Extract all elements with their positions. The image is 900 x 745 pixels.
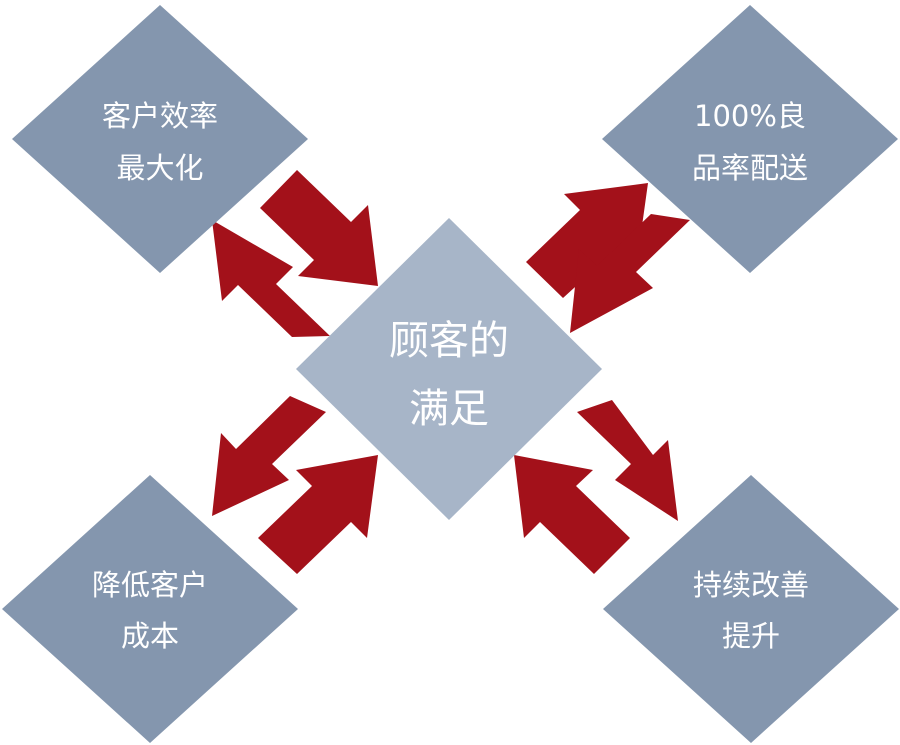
arrow-to-center-from-bottom-left [258,455,378,574]
top-right-label-line-1: 100%良 [694,99,806,133]
arrow-pair-bottom-right [514,400,678,574]
arrow-from-center-to-bottom-right [577,400,678,521]
arrow-pair-top-left [212,170,378,337]
center-label-line-2: 满足 [409,386,489,432]
diamond-bottom-right [603,475,899,743]
arrow-pair-bottom-left [212,396,378,574]
top-right-label-line-2: 品率配送 [692,151,808,185]
diamond-center [296,218,602,520]
arrow-to-center-from-top-left [260,170,378,286]
arrow-from-center-to-bottom-left [212,396,326,516]
bottom-right-label-line-2: 提升 [722,619,780,653]
arrow-pair-top-right [526,183,690,333]
diamond-bottom-left [2,475,298,743]
top-left-label-line-1: 客户效率 [102,99,218,133]
bottom-left-label-line-1: 降低客户 [92,568,208,602]
diamond-top-right [602,5,898,273]
center-label-line-1: 顾客的 [389,318,509,364]
arrow-from-center-to-top-right [526,183,648,298]
diamond-top-left [12,5,308,273]
arrow-from-center-to-top-left [212,220,330,337]
bottom-left-label-line-2: 成本 [121,619,179,653]
arrow-to-center-from-top-right [570,214,690,333]
bottom-right-label-line-1: 持续改善 [693,568,809,602]
top-left-label-line-2: 最大化 [116,151,203,185]
arrow-to-center-from-bottom-right [514,455,630,574]
